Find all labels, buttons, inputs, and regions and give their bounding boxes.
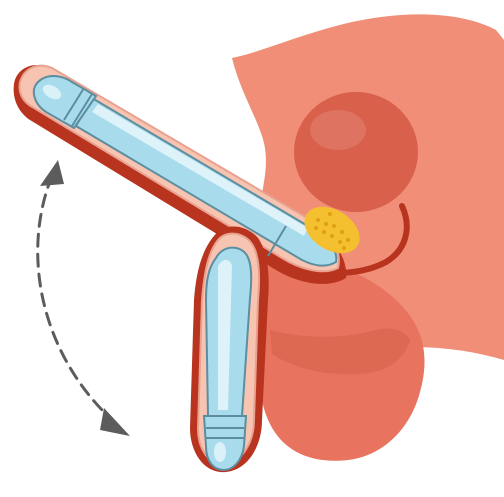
bladder — [294, 92, 418, 212]
arrowhead-up — [40, 160, 64, 186]
motion-arc — [38, 176, 112, 420]
implant-cylinder-lowered — [204, 248, 251, 470]
implant-lowered-tip-hl — [214, 442, 226, 462]
arrowhead-down — [100, 408, 130, 436]
bladder-highlight — [310, 110, 366, 150]
curved-double-arrow-icon — [38, 160, 130, 436]
